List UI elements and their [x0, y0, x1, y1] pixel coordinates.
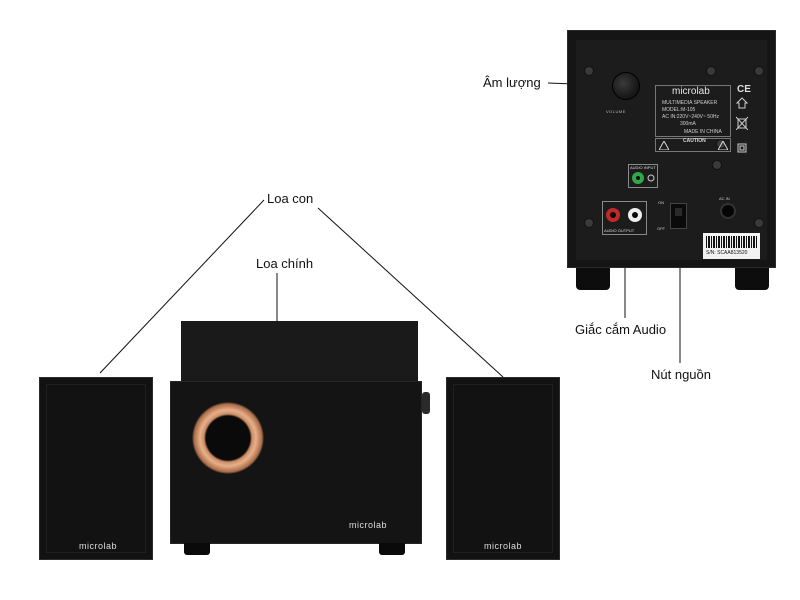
audio-input-label: AUDIO INPUT — [630, 165, 656, 170]
label-main-speaker: Loa chính — [256, 256, 314, 271]
screw — [706, 66, 716, 76]
subwoofer-brand: microlab — [349, 520, 388, 530]
label-audio-jack: Giắc cắm Audio — [575, 322, 667, 337]
satellite-speaker-right — [446, 377, 560, 560]
rating-line: AC IN:220V~240V~ 50Hz — [662, 114, 719, 120]
home-icon — [736, 97, 748, 109]
subwoofer-side-knob[interactable] — [422, 392, 430, 414]
volume-knob[interactable] — [612, 72, 640, 100]
rating-plate-brand: microlab — [672, 86, 710, 97]
speaker-grill — [453, 384, 553, 553]
audio-output-label: AUDIO OUTPUT — [604, 228, 635, 233]
left-speaker-brand: microlab — [79, 541, 118, 551]
label-volume: Âm lượng — [483, 75, 541, 90]
right-speaker-brand: microlab — [484, 541, 523, 551]
ce-mark: CE — [737, 84, 751, 95]
screw — [754, 218, 764, 228]
subwoofer-foot-right — [379, 543, 405, 555]
ac-power-cord — [720, 203, 736, 219]
switch-on-label: ON — [658, 200, 664, 205]
warning-triangle-icon — [718, 141, 728, 150]
screw — [754, 66, 764, 76]
volume-knob-label: VOLUME — [606, 109, 626, 114]
audio-output-jack-right-hole — [610, 212, 616, 218]
rating-line: MULTIMEDIA SPEAKER — [662, 100, 718, 106]
warning-triangle-icon — [659, 141, 669, 150]
satellite-speaker-left — [39, 377, 153, 560]
rating-line: MADE IN CHINA — [684, 129, 722, 135]
serial-number: S/N: SCAA813520 — [706, 250, 748, 256]
back-foot-left — [576, 268, 610, 290]
caution-label-box — [655, 138, 731, 152]
subwoofer-foot-left — [184, 543, 210, 555]
audio-input-jack-hole — [636, 176, 640, 180]
rating-line: MODEL:M-105 — [662, 107, 696, 113]
audio-output-box — [602, 201, 647, 235]
subwoofer-top — [181, 321, 418, 381]
label-power-button: Nút nguồn — [651, 367, 711, 382]
caution-label: CAUTION — [683, 138, 706, 144]
audio-input-icon — [647, 174, 655, 182]
switch-off-label: OFF — [657, 226, 665, 231]
bass-port — [192, 402, 264, 474]
screw — [712, 160, 722, 170]
ac-in-label: AC IN — [719, 196, 730, 201]
barcode-lines — [706, 236, 757, 248]
screw — [584, 218, 594, 228]
label-satellites: Loa con — [267, 191, 314, 206]
speaker-grill — [46, 384, 146, 553]
screw — [584, 66, 594, 76]
recycle-bin-icon — [736, 116, 748, 130]
audio-input-box — [628, 164, 658, 188]
power-switch[interactable] — [670, 203, 687, 229]
back-foot-right — [735, 268, 769, 290]
rating-plate — [655, 85, 731, 137]
audio-output-jack-left-hole — [632, 212, 638, 218]
rating-line: 300mA — [680, 121, 696, 127]
square-icon — [737, 143, 747, 153]
power-switch-rocker — [675, 208, 682, 216]
